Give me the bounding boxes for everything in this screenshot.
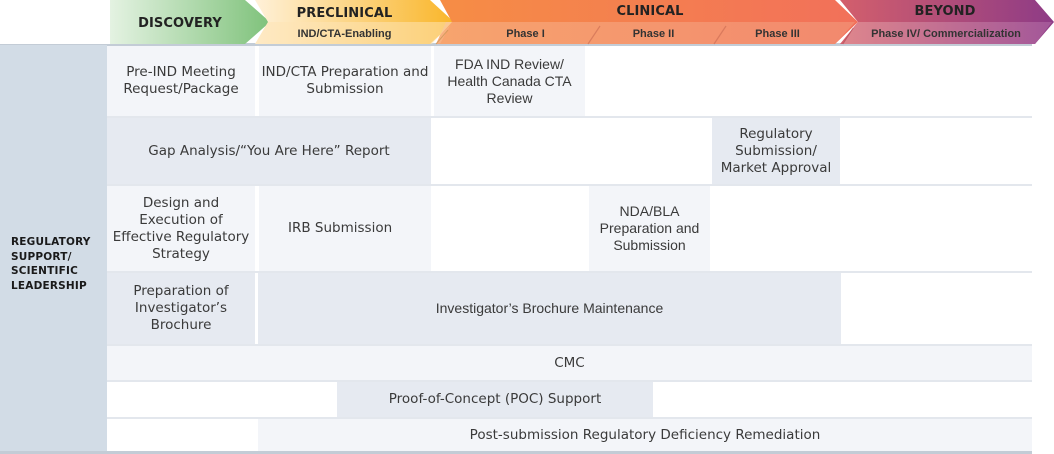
service-gap-analysis: Gap Analysis/“You Are Here” Report — [107, 118, 431, 184]
stage-clinical: CLINICAL — [616, 4, 684, 19]
service-label: FDA IND Review/ Health Canada CTA Review — [447, 55, 572, 106]
stage-preclinical: PRECLINICAL — [296, 6, 393, 21]
service-post-submission-remediation: Post-submission Regulatory Deficiency Re… — [258, 419, 1032, 451]
service-poc-support: Proof-of-Concept (POC) Support — [337, 382, 653, 417]
phase-3: Phase III — [755, 28, 800, 40]
service-label: Gap Analysis/“You Are Here” Report — [148, 142, 390, 159]
phase-2: Phase II — [632, 28, 675, 40]
service-regulatory-submission-market-approval: Regulatory Submission/ Market Approval — [712, 118, 840, 184]
service-investigators-brochure-preparation: Preparation of Investigator’s Brochure — [107, 273, 255, 344]
service-label: Preparation of Investigator’s Brochure — [133, 283, 229, 333]
table-bottom-border — [0, 451, 1032, 454]
service-nda-bla-preparation: NDA/BLA Preparation and Submission — [589, 186, 710, 271]
service-label: Regulatory Submission/ Market Approval — [720, 125, 832, 176]
category-line: REGULATORY — [11, 236, 91, 248]
service-irb-submission: IRB Submission — [259, 186, 431, 271]
row-divider — [107, 116, 1032, 118]
service-ind-cta-preparation: IND/CTA Preparation and Submission — [259, 46, 431, 116]
service-fda-ind-review: FDA IND Review/ Health Canada CTA Review — [434, 46, 585, 116]
category-line: SCIENTIFIC — [11, 265, 78, 277]
sidebar-category: REGULATORY SUPPORT/ SCIENTIFIC LEADERSHI… — [0, 45, 107, 452]
service-regulatory-strategy: Design and Execution of Effective Regula… — [107, 186, 255, 271]
service-label: IND/CTA Preparation and Submission — [261, 64, 429, 97]
service-pre-ind-meeting: Pre-IND Meeting Request/Package — [107, 46, 255, 116]
service-label: NDA/BLA Preparation and Submission — [599, 203, 700, 253]
phase-arrows-graphic — [0, 0, 1054, 46]
category-title: REGULATORY SUPPORT/ SCIENTIFIC LEADERSHI… — [11, 235, 91, 293]
service-label: Post-submission Regulatory Deficiency Re… — [469, 426, 821, 443]
row-divider — [107, 417, 1032, 419]
service-label: IRB Submission — [288, 220, 393, 236]
row-divider — [107, 271, 1032, 273]
row-divider — [107, 380, 1032, 382]
service-label: Design and Execution of Effective Regula… — [112, 194, 250, 262]
service-label: Pre-IND Meeting Request/Package — [123, 64, 239, 97]
service-investigators-brochure-maintenance: Investigator’s Brochure Maintenance — [258, 273, 841, 344]
phase-ind-cta-enabling: IND/CTA-Enabling — [297, 28, 392, 40]
service-cmc: CMC — [107, 346, 1032, 380]
category-line: LEADERSHIP — [11, 279, 87, 292]
row-divider — [107, 184, 1032, 186]
stage-beyond: BEYOND — [914, 4, 976, 19]
row-divider — [107, 344, 1032, 346]
stage-discovery: DISCOVERY — [138, 16, 222, 31]
phase-banner: DISCOVERY PRECLINICAL IND/CTA-Enabling C… — [0, 0, 1054, 46]
service-label: Investigator’s Brochure Maintenance — [435, 300, 664, 316]
service-label: Proof-of-Concept (POC) Support — [388, 391, 602, 407]
phase-1: Phase I — [506, 28, 545, 40]
service-label: CMC — [554, 354, 585, 371]
category-line: SUPPORT/ — [11, 250, 72, 263]
phase-4-commercialization: Phase IV/ Commercialization — [871, 28, 1021, 40]
